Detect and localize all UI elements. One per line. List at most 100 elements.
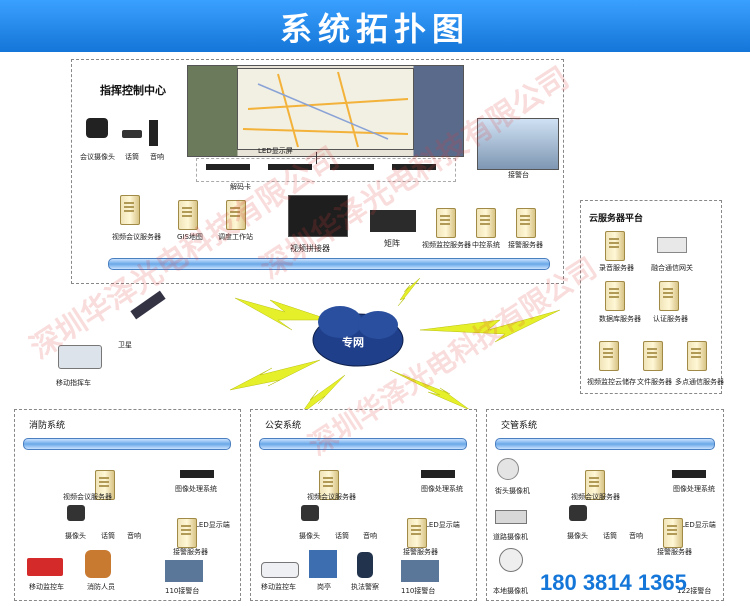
fire-alarm-server <box>177 518 197 548</box>
police-label-8: 岗亭 <box>317 583 331 591</box>
cloud-recording-server <box>605 231 625 261</box>
speaker-icon <box>149 120 158 146</box>
fire-label-5: 音响 <box>127 532 141 540</box>
cloud-multipoint-label: 多点通信服务器 <box>675 378 724 386</box>
mic-label: 话筒 <box>125 153 139 161</box>
police-label-6: 接警服务器 <box>403 548 438 556</box>
traffic-system-bus <box>495 438 715 450</box>
traffic-conference-server <box>585 470 605 500</box>
traffic-label-1: 图像处理系统 <box>673 485 715 493</box>
traffic-system-title: 交管系统 <box>501 421 538 431</box>
server-alarm <box>516 208 536 238</box>
video-splicer-icon <box>288 195 348 237</box>
traffic-camera-icon <box>569 505 587 521</box>
traffic-alarm-server <box>663 518 683 548</box>
police-booth-icon <box>309 550 337 578</box>
police-label-3: 摄像头 <box>299 532 320 540</box>
police-label-5: 音响 <box>363 532 377 540</box>
dispatch-desk-photo <box>477 118 559 170</box>
command-center-title: 指挥控制中心 <box>100 84 166 97</box>
contact-phone: 180 3814 1365 <box>540 570 687 595</box>
fire-label-3: 摄像头 <box>65 532 86 540</box>
decoder-group <box>196 158 456 182</box>
bolt-icon <box>397 277 421 307</box>
mic-icon <box>122 130 142 138</box>
fire-label-8: 消防人员 <box>87 583 115 591</box>
server-dispatch <box>226 200 246 230</box>
traffic-image-system-icon <box>672 470 706 478</box>
bolt-icon <box>234 297 331 331</box>
decoder-card-2 <box>268 164 312 170</box>
cloud-platform-title: 云服务器平台 <box>589 214 644 224</box>
command-center-panel: 指挥控制中心 会议摄像头 话筒 音响 LED显示屏 解码卡 视频拼接器 矩阵 接… <box>71 59 564 284</box>
server-dispatch-label: 调度工作站 <box>218 233 253 241</box>
decoder-card-4 <box>392 164 436 170</box>
traffic-system-panel: 交管系统 视频会议服务器 图像处理系统 LED显示端 摄像头 话筒 音响 接警服… <box>486 409 724 601</box>
dispatch-desk-label: 接警台 <box>508 171 529 179</box>
police-system-panel: 公安系统 视频会议服务器 图像处理系统 LED显示端 摄像头 话筒 音响 接警服… <box>250 409 477 601</box>
server-gis-label: GIS地图 <box>177 233 203 241</box>
matrix-label: 矩阵 <box>384 239 400 248</box>
decoder-card-3 <box>330 164 374 170</box>
traffic-label-9: 本地摄像机 <box>493 587 528 595</box>
cloud-file-server <box>643 341 663 371</box>
traffic-label-0: 视频会议服务器 <box>571 493 620 501</box>
cloud-database-label: 数据库服务器 <box>599 315 641 323</box>
cloud-database-server <box>605 281 625 311</box>
server-video-monitor <box>436 208 456 238</box>
server-alarm-label: 接警服务器 <box>508 241 543 249</box>
video-splicer-label: 视频拼接器 <box>290 244 330 253</box>
cloud-auth-label: 认证服务器 <box>653 315 688 323</box>
cloud-gateway-label: 融合通信网关 <box>651 264 693 272</box>
police-label-10: 110接警台 <box>401 587 436 595</box>
server-central-control-label: 中控系统 <box>472 241 500 249</box>
command-vehicle-icon <box>58 345 102 369</box>
police-officer-icon <box>357 552 373 578</box>
police-car-icon <box>261 562 299 578</box>
fire-conference-server <box>95 470 115 500</box>
server-video-conference <box>120 195 140 225</box>
traffic-label-4: 话筒 <box>603 532 617 540</box>
server-video-monitor-label: 视频监控服务器 <box>422 241 471 249</box>
command-center-bus <box>108 258 550 270</box>
fire-label-0: 视频会议服务器 <box>63 493 112 501</box>
conference-camera-label: 会议摄像头 <box>80 153 115 161</box>
fire-system-bus <box>23 438 231 450</box>
cloud-platform-panel: 云服务器平台 录音服务器 融合通信网关 数据库服务器 认证服务器 视频监控云储存… <box>580 200 724 394</box>
fire-label-4: 话筒 <box>101 532 115 540</box>
cloud-storage-label: 视频监控云储存 <box>587 378 636 386</box>
server-gis <box>178 200 198 230</box>
cloud-storage-server <box>599 341 619 371</box>
traffic-label-2: LED显示端 <box>681 521 716 529</box>
police-system-title: 公安系统 <box>265 421 302 431</box>
police-label-4: 话筒 <box>335 532 349 540</box>
fire-system-title: 消防系统 <box>29 421 66 431</box>
fire-label-1: 图像处理系统 <box>175 485 217 493</box>
firefighter-icon <box>85 550 111 578</box>
bolt-icon <box>229 359 321 391</box>
police-image-system-icon <box>421 470 455 478</box>
police-system-bus <box>259 438 467 450</box>
police-alarm-server <box>407 518 427 548</box>
fire-label-2: LED显示端 <box>195 521 230 529</box>
conference-camera-icon <box>86 118 108 138</box>
street-camera-icon <box>497 458 519 480</box>
road-camera-icon <box>495 510 527 524</box>
traffic-label-5: 音响 <box>629 532 643 540</box>
cloud-auth-server <box>659 281 679 311</box>
led-screen-label: LED显示屏 <box>258 147 293 155</box>
police-camera-icon <box>301 505 319 521</box>
server-central-control <box>476 208 496 238</box>
police-label-0: 视频会议服务器 <box>307 493 356 501</box>
cloud-gateway-icon <box>657 237 687 253</box>
police-label-7: 移动监控车 <box>261 583 296 591</box>
fire-label-6: 接警服务器 <box>173 548 208 556</box>
fire-label-9: 110接警台 <box>165 587 200 595</box>
speaker-label: 音响 <box>150 153 164 161</box>
matrix-icon <box>370 210 416 232</box>
police-desk-photo <box>401 560 439 582</box>
fire-system-panel: 消防系统 视频会议服务器 图像处理系统 LED显示端 摄像头 话筒 音响 接警服… <box>14 409 241 601</box>
server-video-conference-label: 视频会议服务器 <box>112 233 161 241</box>
fire-truck-icon <box>27 558 63 576</box>
